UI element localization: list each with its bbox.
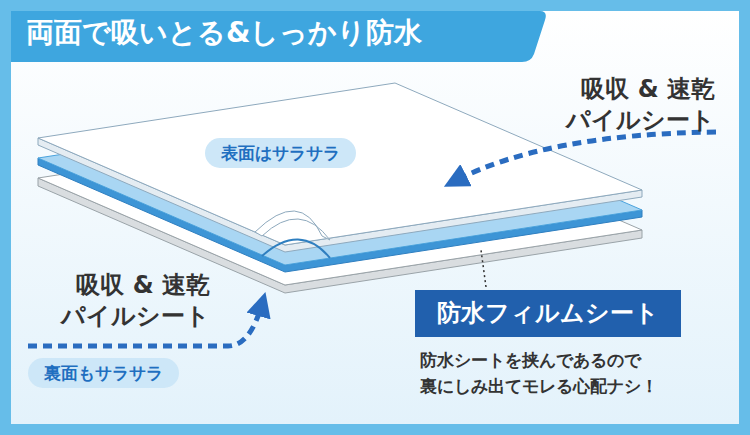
node-text: 裏面もサラサラ [44, 363, 163, 383]
pill-label: 裏面もサラサラ [28, 358, 179, 388]
title: 両面で吸いとる&しっかり防水 [26, 18, 422, 49]
film-box: 防水フィルムシート [415, 290, 681, 337]
node-text: 表面はサラサラ [221, 143, 340, 163]
sheet-label: 吸収 & 速乾 パイルシート [545, 74, 715, 136]
node-text: 防水フィルムシート [437, 299, 659, 328]
note-text: 防水シートを挟んであるので 裏にしみ出てモレる心配ナシ！ [420, 348, 720, 399]
sheet-label: 吸収 & 速乾 パイルシート [40, 270, 210, 332]
pill-label: 表面はサラサラ [205, 138, 356, 168]
